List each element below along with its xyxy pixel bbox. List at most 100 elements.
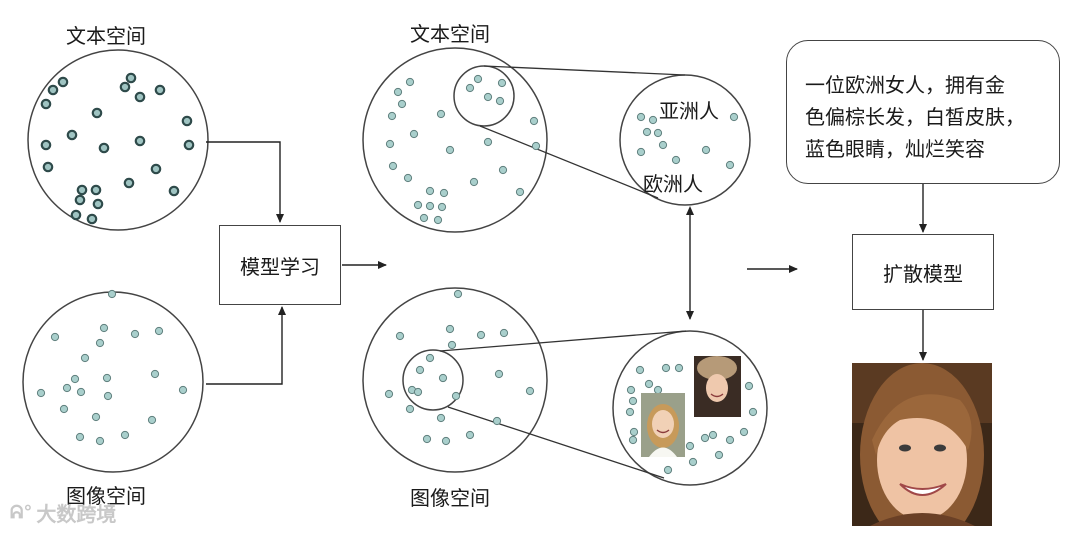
embedding-dot [120, 430, 130, 440]
embedding-dot [469, 177, 479, 187]
embedding-dot [66, 129, 78, 141]
embedding-dot [98, 142, 110, 154]
embedding-dot [492, 416, 502, 426]
embedding-dot [625, 407, 635, 417]
embedding-dot [465, 83, 475, 93]
label-text-space-mid: 文本空间 [410, 22, 490, 46]
embedding-dot [403, 173, 413, 183]
embedding-dot [125, 72, 137, 84]
embedding-dot [419, 213, 429, 223]
prompt-line-1: 一位欧洲女人，拥有金 [805, 73, 1005, 97]
embedding-dot [663, 465, 673, 475]
embedding-dot [438, 373, 448, 383]
embedding-dot [515, 187, 525, 197]
embedding-dot [107, 289, 117, 299]
embedding-dot [405, 77, 415, 87]
embedding-dot [86, 213, 98, 225]
embedding-dot [422, 434, 432, 444]
watermark: ᕱ° 大数跨境 [10, 498, 116, 527]
embedding-dot [748, 407, 758, 417]
image-selection-circle [402, 349, 464, 411]
embedding-dot [628, 396, 638, 406]
embedding-dot [130, 329, 140, 339]
embedding-dot [95, 338, 105, 348]
image-zoom-line-bottom [447, 406, 665, 479]
embedding-dot [102, 373, 112, 383]
embedding-dot [150, 369, 160, 379]
embedding-dot [178, 385, 188, 395]
embedding-dot [409, 129, 419, 139]
embedding-dot [40, 98, 52, 110]
embedding-dot [36, 388, 46, 398]
embedding-dot [499, 328, 509, 338]
embedding-dot [147, 415, 157, 425]
embedding-dot [62, 383, 72, 393]
embedding-dot [393, 87, 403, 97]
label-european: 欧洲人 [643, 172, 703, 196]
embedding-dot [628, 435, 638, 445]
embedding-dot [445, 145, 455, 155]
embedding-dot [636, 112, 646, 122]
embedding-dot [70, 209, 82, 221]
label-image-space-left: 图像空间 [66, 484, 146, 508]
label-text-space-left: 文本空间 [66, 24, 146, 48]
embedding-dot [473, 74, 483, 84]
embedding-dot [59, 404, 69, 414]
label-asian: 亚洲人 [659, 99, 719, 123]
embedding-dot [384, 389, 394, 399]
image-space-circle-mid [362, 287, 548, 473]
embedding-dot [436, 413, 446, 423]
embedding-dot [529, 116, 539, 126]
embedding-dot [91, 107, 103, 119]
embedding-dot [436, 109, 446, 119]
embedding-dot [636, 147, 646, 157]
embedding-dot [700, 433, 710, 443]
embedding-dot [451, 391, 461, 401]
embedding-dot [495, 96, 505, 106]
embedding-dot [425, 201, 435, 211]
embedding-dot [154, 326, 164, 336]
embedding-dot [99, 323, 109, 333]
watermark-text: 大数跨境 [36, 502, 117, 526]
prompt-line-2: 色偏棕长发，白皙皮肤， [805, 105, 1025, 129]
embedding-dot [708, 430, 718, 440]
embedding-dot [395, 331, 405, 341]
embedding-dot [642, 127, 652, 137]
embedding-dot [413, 387, 423, 397]
embedding-dot [433, 215, 443, 225]
thumbnail-asian-woman [694, 356, 741, 417]
embedding-dot [725, 435, 735, 445]
image-zoom-line-top [439, 330, 687, 352]
embedding-dot [483, 137, 493, 147]
embedding-dot [50, 332, 60, 342]
embedding-dot [40, 139, 52, 151]
embedding-dot [658, 140, 668, 150]
embedding-dot [75, 432, 85, 442]
embedding-dot [385, 139, 395, 149]
text-prompt-box: 一位欧洲女人，拥有金 色偏棕长发，白皙皮肤， 蓝色眼睛，灿烂笑容 [786, 40, 1060, 184]
embedding-dot [685, 441, 695, 451]
embedding-dot [70, 374, 80, 384]
embedding-dot [134, 91, 146, 103]
embedding-dot [415, 365, 425, 375]
embedding-dot [119, 81, 131, 93]
text-space-circle-left [27, 49, 209, 231]
arrow-text-to-model [206, 141, 284, 223]
embedding-dot [744, 381, 754, 391]
embedding-dot [441, 436, 451, 446]
embedding-dot [123, 177, 135, 189]
embedding-dot [671, 155, 681, 165]
embedding-dot [183, 139, 195, 151]
embedding-dot [653, 385, 663, 395]
embedding-dot [150, 163, 162, 175]
text-zoom-line-top [483, 65, 686, 76]
embedding-dot [74, 194, 86, 206]
embedding-dot [437, 202, 447, 212]
embedding-dot [653, 128, 663, 138]
embedding-dot [413, 200, 423, 210]
embedding-dot [47, 84, 59, 96]
embedding-dot [531, 141, 541, 151]
text-embedding-dots-mid [385, 74, 541, 225]
embedding-dot [90, 184, 102, 196]
